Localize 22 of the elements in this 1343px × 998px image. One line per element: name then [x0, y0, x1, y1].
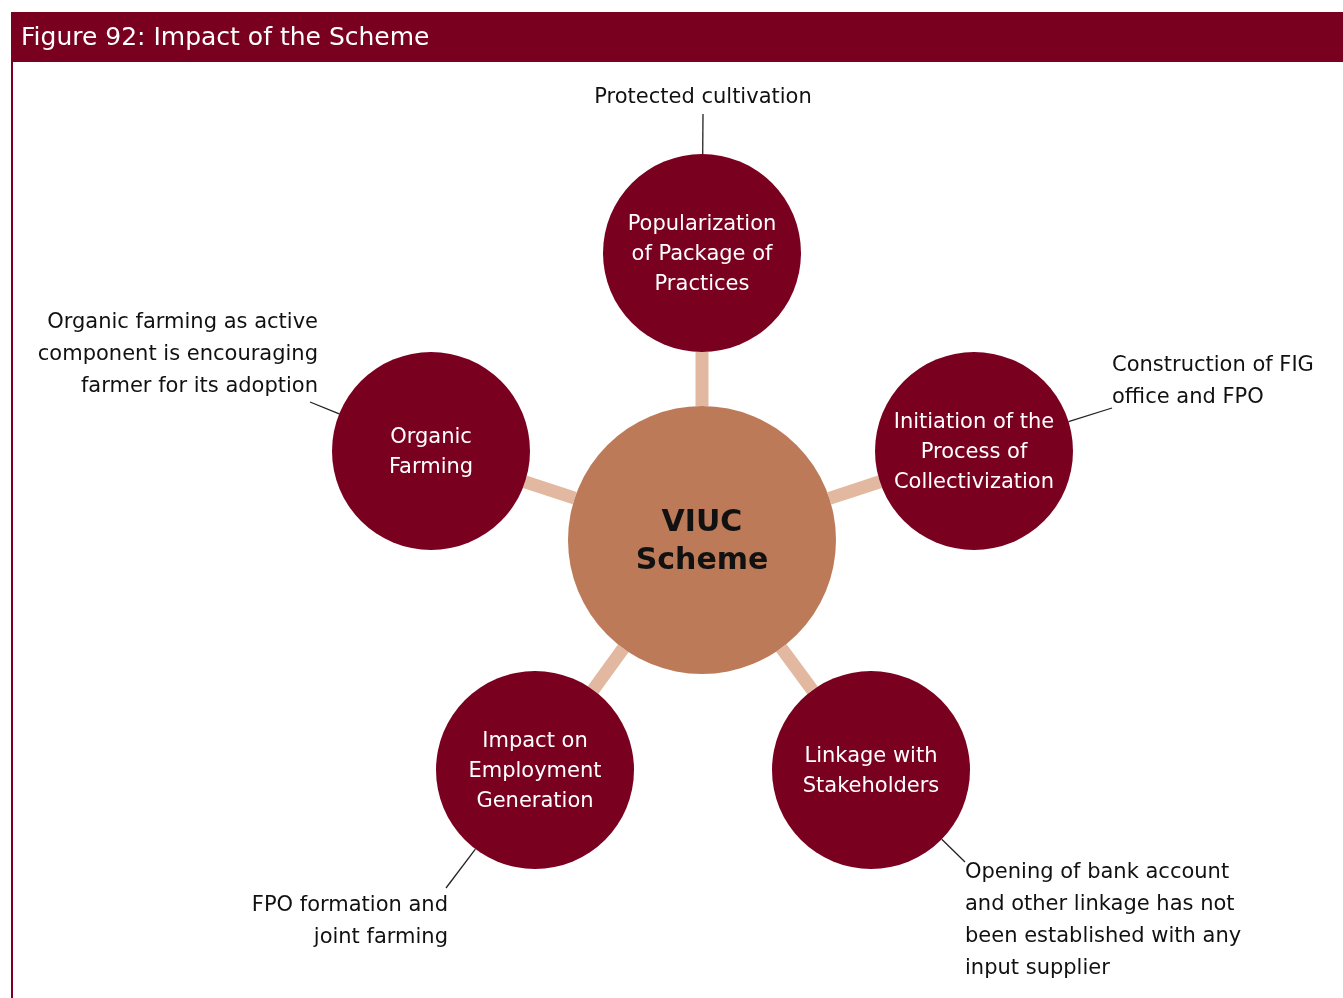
- leader-line: [941, 838, 966, 863]
- circle-label: Organic Farming: [387, 423, 475, 480]
- leader-line: [702, 113, 704, 155]
- circle-label: Impact on Employment Generation: [467, 727, 603, 814]
- annotation-text: Organic farming as active component is encouraging farmer for its adoption: [10, 305, 318, 401]
- circle-label: Initiation of the Process of Collectivization: [892, 408, 1056, 495]
- leader-line: [1067, 407, 1113, 423]
- circle-label: Linkage with Stakeholders: [801, 742, 941, 799]
- annotation-text: Protected cultivation: [560, 80, 846, 112]
- connector-bar: [523, 475, 577, 505]
- connector-bar: [827, 475, 882, 505]
- annotation-text: Construction of FIG office and FPO: [1112, 348, 1343, 412]
- leader-line: [309, 401, 340, 415]
- figure-title: Figure 92: Impact of the Scheme: [21, 22, 430, 52]
- leader-line: [445, 848, 477, 889]
- circle-label: VIUC Scheme: [634, 502, 770, 578]
- connector-bar: [587, 644, 629, 694]
- annotation-text: Opening of bank account and other linkage has not been established with any input supplier: [965, 855, 1275, 983]
- annotation-text: FPO formation and joint farming: [236, 888, 448, 952]
- connector-bar: [695, 352, 709, 406]
- circle-label: Popularization of Package of Practices: [627, 210, 777, 297]
- connector-bar: [776, 644, 818, 695]
